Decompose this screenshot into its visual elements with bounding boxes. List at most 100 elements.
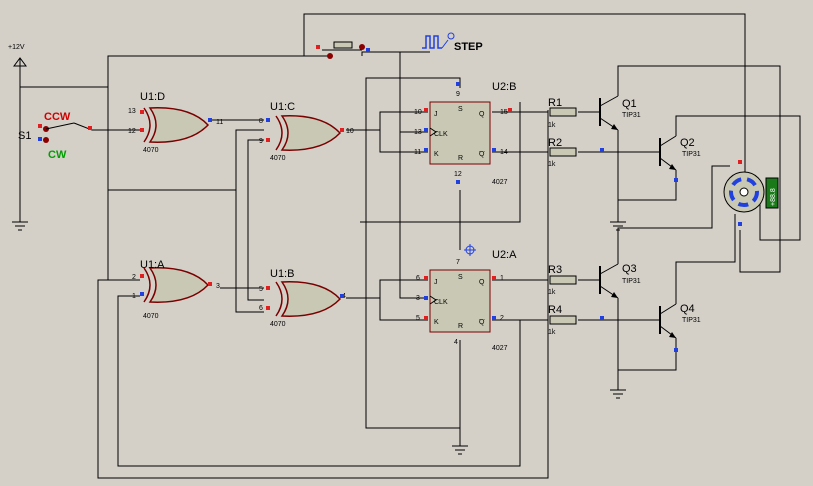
resistor-value: 1k — [548, 122, 556, 129]
resistor-r2: R2 1k — [548, 137, 604, 168]
transistor-q3: Q3 TIP31 — [599, 263, 641, 299]
pin-name: K — [434, 151, 439, 158]
pin-name: J — [434, 111, 438, 118]
supply-label: +12V — [8, 44, 25, 51]
gate-ref: U1:D — [140, 91, 165, 103]
pin-label: 8 — [259, 118, 263, 125]
ff-part: 4027 — [492, 179, 508, 186]
gate-u1b: U1:B 4070 5 6 4 — [259, 268, 346, 328]
pin-label: 6 — [416, 275, 420, 282]
flipflop-u2b: U2:B 4027 J CLK K Q Q S R 10 13 11 15 14… — [414, 81, 516, 186]
resistor-ref: R2 — [548, 137, 562, 149]
motor-readout: +88.8 — [770, 188, 777, 206]
transistor-ref: Q2 — [680, 137, 695, 149]
pin-name: S — [458, 274, 463, 281]
ground-symbol-1 — [12, 221, 28, 231]
ff-part: 4027 — [492, 345, 508, 352]
switch-ref: S1 — [18, 130, 31, 142]
pin-name: R — [458, 323, 463, 330]
transistor-q1: Q1 TIP31 — [599, 95, 641, 131]
step-label: STEP — [454, 41, 483, 53]
pin-label: 14 — [500, 149, 508, 156]
pin-label: 4 — [454, 339, 458, 346]
resistor-ref: R3 — [548, 264, 562, 276]
stepper-motor-icon — [723, 171, 765, 213]
switch-s1[interactable]: S1 CCW CW — [18, 111, 93, 161]
pin-name: CLK — [434, 131, 448, 138]
pin-label: 5 — [416, 315, 420, 322]
resistor-ref: R4 — [548, 304, 562, 316]
pin-label: 1 — [500, 275, 504, 282]
gate-part: 4070 — [143, 147, 159, 154]
pin-name: S — [458, 106, 463, 113]
pin-label: 13 — [128, 108, 136, 115]
gate-ref: U1:C — [270, 101, 295, 113]
pin-name: Q — [479, 279, 485, 286]
ground-symbol-2 — [452, 445, 468, 455]
pin-label: 5 — [259, 286, 263, 293]
pin-label: 6 — [259, 305, 263, 312]
pin-label: 2 — [500, 315, 504, 322]
transistor-part: TIP31 — [622, 112, 641, 119]
pin-name: K — [434, 319, 439, 326]
pin-name: Q — [479, 111, 485, 118]
transistor-part: TIP31 — [622, 278, 641, 285]
resistor-r3: R3 1k — [548, 264, 577, 296]
gate-part: 4070 — [270, 155, 286, 162]
transistor-q4: Q4 TIP31 — [659, 303, 701, 352]
gate-u1d: U1:D 4070 13 12 11 — [128, 91, 223, 154]
pin-label: 3 — [416, 295, 420, 302]
pin-label: 1 — [132, 293, 136, 300]
pin-label: 12 — [128, 128, 136, 135]
transistor-part: TIP31 — [682, 151, 701, 158]
flipflop-u2a: U2:A 4027 J CLK K Q Q S R 6 3 5 1 2 7 4 — [416, 244, 517, 352]
push-button[interactable] — [316, 41, 370, 59]
pin-label: 10 — [346, 128, 354, 135]
pin-label: 12 — [454, 171, 462, 178]
cw-label: CW — [48, 149, 67, 161]
step-generator[interactable]: STEP — [422, 32, 483, 53]
transistor-part: TIP31 — [682, 317, 701, 324]
pin-label: 10 — [414, 109, 422, 116]
transistor-ref: Q4 — [680, 303, 695, 315]
pin-label: 3 — [216, 283, 220, 290]
resistor-value: 1k — [548, 329, 556, 336]
ground-symbol-4 — [610, 382, 626, 399]
ff-ref: U2:B — [492, 81, 516, 93]
resistor-r4: R4 1k — [548, 304, 604, 336]
gate-part: 4070 — [270, 321, 286, 328]
resistor-value: 1k — [548, 161, 556, 168]
gate-ref: U1:B — [270, 268, 294, 280]
transistor-q2: Q2 TIP31 — [659, 135, 701, 182]
wires — [19, 13, 801, 479]
pin-name: Q — [479, 151, 485, 158]
ccw-label: CCW — [44, 111, 71, 123]
probe-icon — [464, 244, 476, 256]
gate-u1c: U1:C 4070 8 9 10 — [259, 101, 354, 162]
transistor-ref: Q3 — [622, 263, 637, 275]
pin-label: 11 — [216, 119, 223, 126]
resistor-ref: R1 — [548, 97, 562, 109]
pin-label: 11 — [414, 149, 421, 156]
pin-name: Q — [479, 319, 485, 326]
resistor-value: 1k — [548, 289, 556, 296]
pin-label: 15 — [500, 109, 508, 116]
pin-label: 9 — [259, 138, 263, 145]
gate-part: 4070 — [143, 313, 159, 320]
stepper-motor[interactable]: +88.8 — [723, 160, 779, 226]
pin-label: 2 — [132, 274, 136, 281]
pin-name: CLK — [434, 299, 448, 306]
resistor-r1: R1 1k — [548, 97, 577, 129]
pin-label: 7 — [456, 259, 460, 266]
ground-symbol-3 — [610, 210, 626, 231]
transistor-ref: Q1 — [622, 98, 637, 110]
pin-name: J — [434, 279, 438, 286]
power-supply: +12V — [8, 44, 27, 67]
pin-name: R — [458, 155, 463, 162]
pin-label: 9 — [456, 91, 460, 98]
clock-generator-icon — [422, 32, 455, 49]
pin-label: 13 — [414, 129, 422, 136]
gate-u1a: U1:A 4070 2 1 3 — [132, 259, 220, 320]
ff-ref: U2:A — [492, 249, 517, 261]
